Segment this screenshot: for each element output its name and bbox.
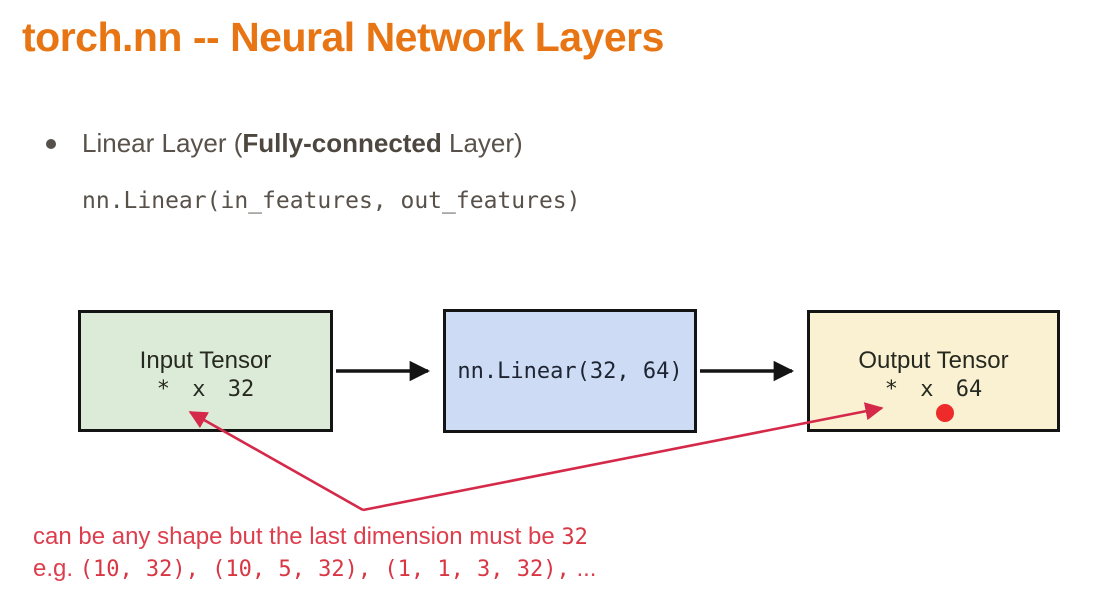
- output-tensor-box: Output Tensor * x 64: [807, 310, 1060, 432]
- annotation-block: can be any shape but the last dimension …: [33, 521, 596, 585]
- bullet-item-linear-layer: Linear Layer (Fully-connected Layer): [46, 128, 523, 159]
- bullet-dot-icon: [46, 139, 56, 149]
- bullet-text-suffix: Layer): [441, 128, 523, 158]
- bullet-text-prefix: Linear Layer (: [82, 128, 243, 158]
- nn-linear-box-label: nn.Linear(32, 64): [457, 358, 683, 384]
- bullet-text: Linear Layer (Fully-connected Layer): [82, 128, 523, 159]
- annotation-line-1: can be any shape but the last dimension …: [33, 521, 596, 553]
- annotation-line1-text: can be any shape but the last dimension …: [33, 523, 562, 550]
- bullet-text-bold: Fully-connected: [242, 128, 442, 158]
- annotation-line-2: e.g. (10, 32), (10, 5, 32), (1, 1, 3, 32…: [33, 553, 596, 585]
- nn-linear-box: nn.Linear(32, 64): [443, 309, 697, 433]
- nn-linear-signature-code: nn.Linear(in_features, out_features): [82, 188, 581, 214]
- annotation-line2-prefix: e.g.: [33, 555, 80, 582]
- input-tensor-shape: * x 32: [156, 377, 255, 403]
- annotation-line2-suffix: ...: [569, 555, 597, 582]
- input-tensor-box: Input Tensor * x 32: [78, 310, 333, 432]
- output-tensor-shape: * x 64: [884, 377, 983, 403]
- slide-title: torch.nn -- Neural Network Layers: [22, 14, 664, 60]
- annotation-line2-code: (10, 32), (10, 5, 32), (1, 1, 3, 32),: [79, 557, 570, 582]
- input-tensor-label: Input Tensor: [139, 347, 272, 375]
- output-tensor-label: Output Tensor: [858, 347, 1009, 375]
- annotation-line1-code: 32: [561, 525, 588, 550]
